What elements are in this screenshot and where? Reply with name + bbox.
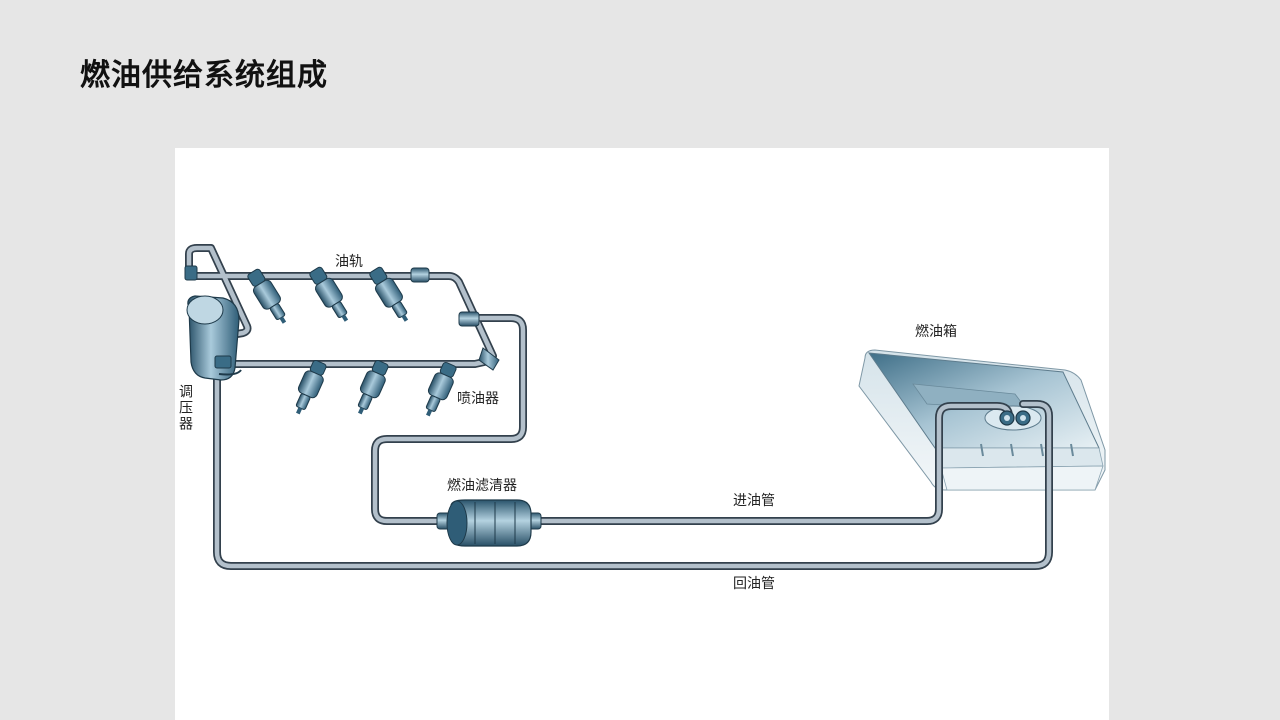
diagram-canvas: 油轨 喷油器 燃油滤清器 燃油箱 进油管 回油管 调压器 xyxy=(177,244,1106,592)
label-return-line: 回油管 xyxy=(733,576,775,592)
injector-lower-1 xyxy=(295,359,327,415)
injector-upper-1 xyxy=(247,268,287,324)
injector-lower-3 xyxy=(425,361,457,417)
label-fuel-rail: 油轨 xyxy=(335,254,363,270)
label-regulator: 调压器 xyxy=(177,384,193,432)
tank-fittings xyxy=(999,410,1031,426)
label-fuel-tank: 燃油箱 xyxy=(915,323,957,340)
pressure-regulator xyxy=(184,265,242,381)
rail-fittings xyxy=(410,267,500,371)
slide-title: 燃油供给系统组成 xyxy=(80,58,328,93)
pipes xyxy=(185,244,1053,570)
fuel-system-diagram: 油轨 喷油器 燃油滤清器 燃油箱 进油管 回油管 调压器 xyxy=(175,148,1109,720)
injector-upper-2 xyxy=(309,266,349,322)
label-injector: 喷油器 xyxy=(457,391,499,407)
label-fuel-filter: 燃油滤清器 xyxy=(447,477,517,494)
injector-upper-3 xyxy=(369,266,409,322)
label-supply-line: 进油管 xyxy=(733,493,775,509)
fuel-tank xyxy=(858,349,1106,491)
injector-lower-2 xyxy=(357,359,389,415)
fuel-filter xyxy=(436,499,542,547)
